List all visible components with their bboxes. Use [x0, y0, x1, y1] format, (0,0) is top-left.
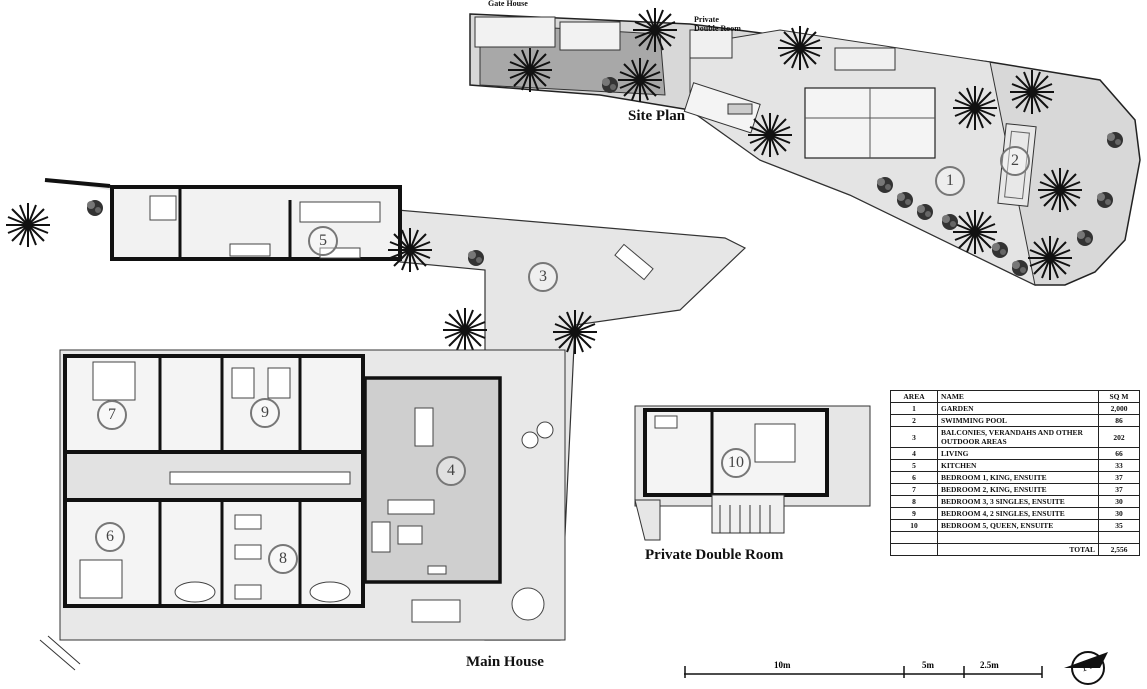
area-number-cell: 6: [890, 471, 938, 484]
area-number-cell: 1: [890, 402, 938, 415]
area-number-cell: 8: [890, 495, 938, 508]
area-sqm-cell: 86: [1098, 414, 1140, 427]
area-sqm-cell: 37: [1098, 483, 1140, 496]
private-double-room-label: Private Double Room: [645, 547, 784, 563]
private-double-room: [634, 405, 871, 541]
area-sqm-cell: 35: [1098, 519, 1140, 532]
area-marker-5: 5: [308, 226, 338, 256]
area-sqm-cell: 66: [1098, 447, 1140, 460]
area-sqm-cell: 30: [1098, 495, 1140, 508]
main-house-label: Main House: [466, 654, 544, 670]
area-name-cell: GARDEN: [937, 402, 1099, 415]
area-name-cell: BEDROOM 5, QUEEN, ENSUITE: [937, 519, 1099, 532]
area-marker-4: 4: [436, 456, 466, 486]
area-name-cell: SWIMMING POOL: [937, 414, 1099, 427]
area-marker-2: 2: [1000, 146, 1030, 176]
area-name-cell: LIVING: [937, 447, 1099, 460]
site-plan-drawing: [469, 7, 1141, 286]
scale-label-10m: 10m: [774, 660, 791, 670]
header-area: AREA: [890, 390, 938, 403]
scale-label-2-5m: 2.5m: [980, 660, 999, 670]
area-marker-1: 1: [935, 166, 965, 196]
area-name-cell: BEDROOM 2, KING, ENSUITE: [937, 483, 1099, 496]
area-number-cell: 10: [890, 519, 938, 532]
scale-bar: 10m 5m 2.5m: [684, 660, 1044, 680]
area-name-cell: BEDROOM 3, 3 SINGLES, ENSUITE: [937, 495, 1099, 508]
area-sqm-cell: 2,000: [1098, 402, 1140, 415]
area-number-cell: 5: [890, 459, 938, 472]
area-number-cell: 2: [890, 414, 938, 427]
area-sqm-cell: 202: [1098, 426, 1140, 448]
header-name: NAME: [937, 390, 1099, 403]
area-marker-9: 9: [250, 398, 280, 428]
total-label: TOTAL: [937, 543, 1099, 556]
area-name-cell: BALCONIES, VERANDAHS AND OTHER OUTDOOR A…: [937, 426, 1099, 448]
area-number-cell: 4: [890, 447, 938, 460]
private-double-room-small-label: Private Double Room: [694, 15, 741, 33]
area-sqm-cell: 33: [1098, 459, 1140, 472]
table-blank-row: [890, 531, 1140, 544]
area-marker-8: 8: [268, 544, 298, 574]
area-number-cell: 3: [890, 426, 938, 448]
area-marker-6: 6: [95, 522, 125, 552]
area-name-cell: KITCHEN: [937, 459, 1099, 472]
gate-house-label: Gate House: [488, 0, 528, 8]
area-marker-7: 7: [97, 400, 127, 430]
area-sqm-cell: 30: [1098, 507, 1140, 520]
table-header-row: AREA NAME SQ M: [890, 390, 1140, 403]
site-plan-label: Site Plan: [628, 108, 686, 124]
area-marker-10: 10: [721, 448, 751, 478]
area-name-cell: BEDROOM 4, 2 SINGLES, ENSUITE: [937, 507, 1099, 520]
area-sqm-cell: 37: [1098, 471, 1140, 484]
north-arrow: [1064, 651, 1108, 685]
area-marker-3: 3: [528, 262, 558, 292]
main-house: [39, 349, 566, 671]
area-name-cell: BEDROOM 1, KING, ENSUITE: [937, 471, 1099, 484]
table-total-row: TOTAL 2,556: [890, 543, 1140, 556]
total-value: 2,556: [1098, 543, 1140, 556]
area-number-cell: 7: [890, 483, 938, 496]
scale-label-5m: 5m: [922, 660, 934, 670]
area-number-cell: 9: [890, 507, 938, 520]
header-sqm: SQ M: [1098, 390, 1140, 403]
